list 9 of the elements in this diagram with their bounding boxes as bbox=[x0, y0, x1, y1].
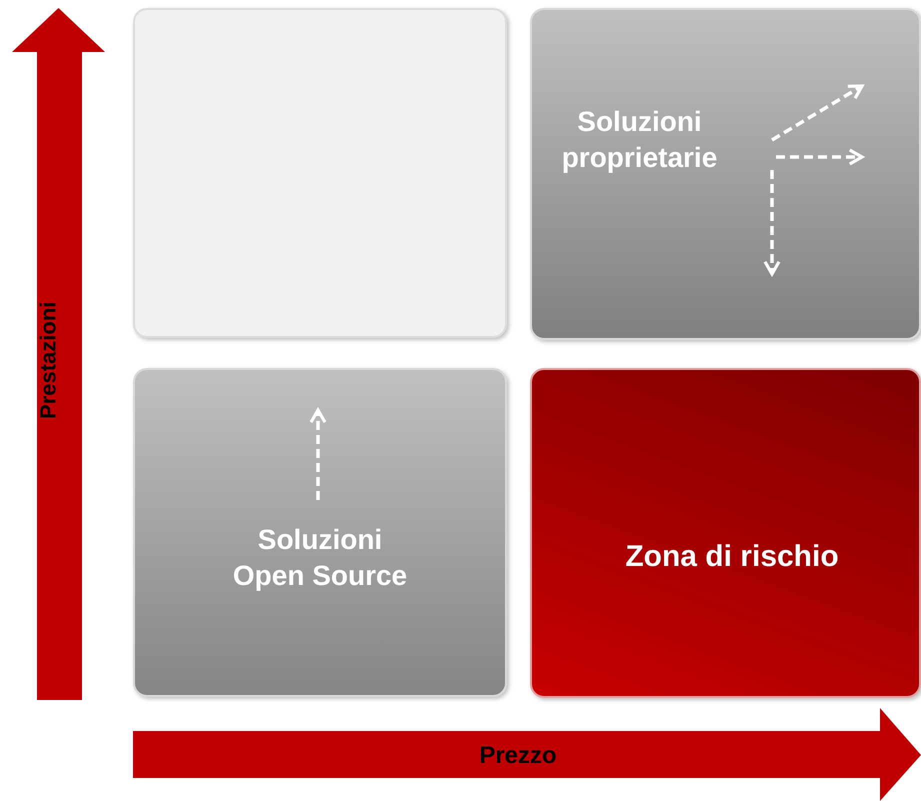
quadrant-label: Zona di rischio bbox=[624, 539, 840, 575]
quadrant-label: Soluzioni proprietarie bbox=[560, 105, 718, 176]
axis-label: Prestazioni bbox=[34, 301, 61, 418]
quadrant-box bbox=[530, 368, 921, 698]
axis-label: Prezzo bbox=[478, 741, 558, 771]
quadrant-box bbox=[530, 8, 921, 340]
quadrant-label: Soluzioni Open Source bbox=[232, 523, 408, 594]
quadrant-box bbox=[133, 368, 507, 697]
empty-quadrant-box bbox=[133, 8, 507, 338]
